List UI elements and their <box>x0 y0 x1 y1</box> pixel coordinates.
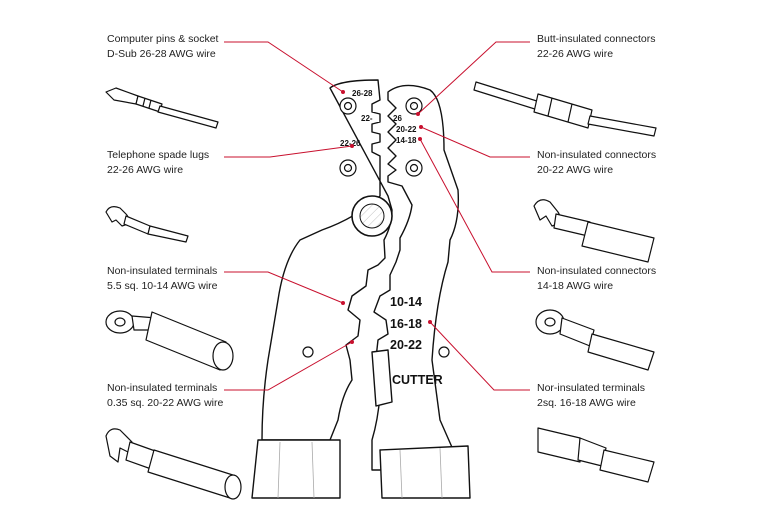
cutter-blade <box>371 349 393 407</box>
callout-butt-line1: Butt-insulated connectors <box>537 33 656 45</box>
fork-terminal-illustration <box>105 428 242 500</box>
callout-conn-1418: Non-insulated connectors 14-18 AWG wire <box>537 264 656 294</box>
left-grip <box>251 439 341 499</box>
connector-illustrations <box>105 81 657 500</box>
callout-nor-term: Nor-insulated terminals 2sq. 16-18 AWG w… <box>537 381 645 411</box>
die-mark-22: 22- <box>361 114 373 123</box>
leader-nor-term <box>429 321 530 391</box>
pivot-inner <box>359 203 385 229</box>
callout-spade-line2: 22-26 AWG wire <box>107 164 184 176</box>
die-mark-16-18: 16-18 <box>390 317 422 331</box>
die-mark-26: 26 <box>393 114 402 123</box>
spade-connector-illustration <box>533 199 655 263</box>
leader-term-small <box>224 341 353 391</box>
callout-conn-2022-line2: 20-22 AWG wire <box>537 164 614 176</box>
spade-lug-illustration <box>105 206 189 243</box>
callout-term-large-line1: Non-insulated terminals <box>107 265 218 277</box>
die-mark-20-22: 20-22 <box>390 338 422 352</box>
callout-term-small: Non-insulated terminals 0.35 sq. 20-22 A… <box>107 381 223 411</box>
callout-nor-term-line1: Nor-insulated terminals <box>537 382 645 394</box>
callout-nor-term-line2: 2sq. 16-18 AWG wire <box>537 397 636 409</box>
callout-spade: Telephone spade lugs 22-26 AWG wire <box>107 148 209 178</box>
leader-conn-1418 <box>419 138 530 273</box>
ring-terminal-large-illustration <box>105 310 234 371</box>
ring-connector-illustration <box>535 309 655 371</box>
callout-butt: Butt-insulated connectors 22-26 AWG wire <box>537 32 655 62</box>
callout-term-large: Non-insulated terminals 5.5 sq. 10-14 AW… <box>107 264 218 294</box>
leader-pins <box>224 41 344 93</box>
right-grip <box>379 445 471 499</box>
die-mark-cutter: CUTTER <box>392 373 443 387</box>
jaw-screws <box>302 97 450 358</box>
flag-terminal-illustration <box>537 427 655 483</box>
right-jaw <box>371 84 463 471</box>
callout-pins-line1: Computer pins & socket <box>107 33 219 45</box>
leader-lines <box>224 41 530 391</box>
callout-pins: Computer pins & socket D-Sub 26-28 AWG w… <box>107 32 218 62</box>
callout-conn-2022-line1: Non-insulated connectors <box>537 149 657 161</box>
callout-butt-line2: 22-26 AWG wire <box>537 48 614 60</box>
callout-pins-line2: D-Sub 26-28 AWG wire <box>107 48 216 60</box>
leader-conn-2022 <box>420 126 530 158</box>
callout-spade-line1: Telephone spade lugs <box>107 149 210 161</box>
callout-term-small-line1: Non-insulated terminals <box>107 382 218 394</box>
die-mark-20-22-small: 20-22 <box>396 125 417 134</box>
butt-connector-illustration <box>473 81 657 137</box>
d-sub-pin-illustration <box>105 87 219 129</box>
die-markings: 26-28 26 22- 20-22 22-26 14-18 10-14 16-… <box>340 89 443 387</box>
die-mark-10-14: 10-14 <box>390 295 422 309</box>
callout-conn-2022: Non-insulated connectors 20-22 AWG wire <box>537 148 656 178</box>
callout-conn-1418-line2: 14-18 AWG wire <box>537 280 614 292</box>
callout-term-large-line2: 5.5 sq. 10-14 AWG wire <box>107 280 218 292</box>
leader-dots <box>341 90 432 344</box>
die-mark-22-26: 22-26 <box>340 139 361 148</box>
leader-spade <box>224 145 353 158</box>
crimping-tool <box>251 79 471 499</box>
left-jaw <box>261 79 393 441</box>
die-mark-14-18-small: 14-18 <box>396 136 417 145</box>
callout-term-small-line2: 0.35 sq. 20-22 AWG wire <box>107 397 224 409</box>
die-mark-26-28: 26-28 <box>352 89 373 98</box>
leader-butt <box>417 41 530 115</box>
leader-term-large <box>224 271 344 304</box>
callout-conn-1418-line1: Non-insulated connectors <box>537 265 657 277</box>
